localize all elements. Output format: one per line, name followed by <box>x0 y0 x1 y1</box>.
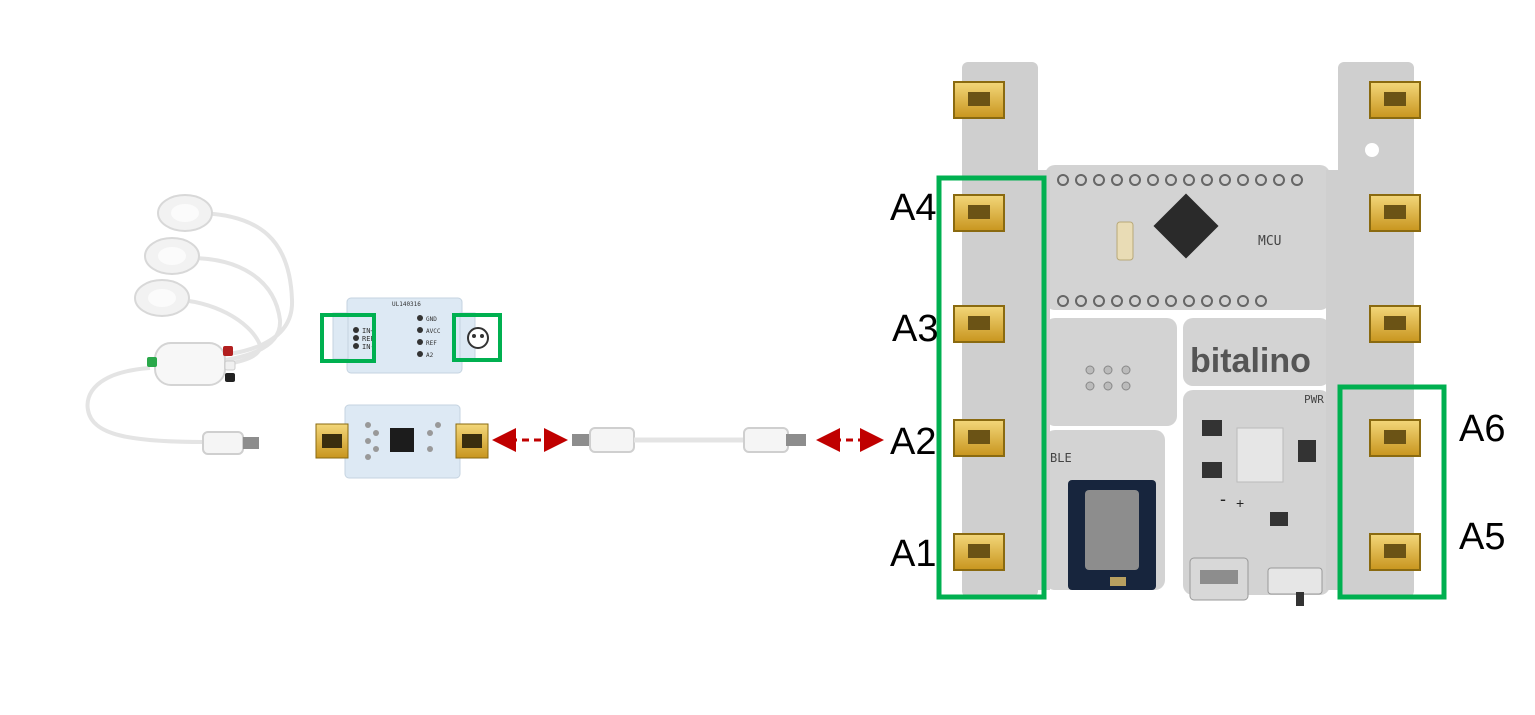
sensor-pins-right: GND AVCC REF A2 <box>417 315 441 359</box>
power-switch <box>1267 567 1323 606</box>
sensor-pin-label: REF <box>362 335 375 343</box>
connector-right-3 <box>1369 305 1421 343</box>
adapter-board <box>315 404 489 479</box>
connector-top-right <box>1369 81 1421 119</box>
mcu-chip <box>1116 193 1219 261</box>
minus-label: - <box>1220 489 1226 509</box>
left-channels-highlight <box>936 175 1047 600</box>
ble-label: BLE <box>1050 451 1072 465</box>
sensor-pin-label: GND <box>426 316 437 323</box>
connector-right-2 <box>1369 194 1421 232</box>
adapter-chip <box>390 428 414 452</box>
mcu-label: MCU <box>1258 234 1281 249</box>
ble-module <box>1068 480 1156 590</box>
bitalino-logo: bitalino <box>1190 342 1311 380</box>
bitalino-board: MCU bitalino BLE <box>953 62 1421 606</box>
channel-label-a2: A2 <box>890 421 937 463</box>
header-pins-bottom <box>1057 295 1267 307</box>
connector-a5 <box>1369 533 1421 571</box>
sensor-pin-label: A2 <box>426 352 434 359</box>
io-pads <box>1085 365 1131 391</box>
sensor-board: IN+ REF IN- UL140316 GND AVCC REF A2 <box>320 297 502 374</box>
sensor-code: UL140316 <box>392 301 421 308</box>
sensor-pin-label: IN+ <box>362 327 375 335</box>
connector-a4 <box>953 194 1005 232</box>
bitalino-logo-icon <box>467 327 489 349</box>
channel-label-a4: A4 <box>890 187 937 229</box>
sensor-pins-left: IN+ REF IN- <box>353 327 375 351</box>
connector-a3 <box>953 305 1005 343</box>
channel-label-a5: A5 <box>1459 516 1506 558</box>
header-pins-top <box>1057 174 1303 186</box>
connector-top-left <box>953 81 1005 119</box>
electrode-cable <box>85 194 295 455</box>
sensor-pin-label: IN- <box>362 343 375 351</box>
plus-label: + <box>1236 495 1244 511</box>
channel-label-a6: A6 <box>1459 408 1506 450</box>
mount-hole <box>1365 143 1379 157</box>
pwr-label: PWR <box>1304 393 1324 406</box>
usb-cable <box>572 427 806 453</box>
channel-label-a3: A3 <box>892 308 939 350</box>
channel-label-a1: A1 <box>890 533 937 575</box>
sensor-pin-label: AVCC <box>426 328 441 335</box>
connector-a1 <box>953 533 1005 571</box>
right-connectors <box>1369 81 1421 571</box>
sensor-logo-highlight <box>452 313 502 362</box>
sensor-electrode-highlight <box>320 313 376 363</box>
right-channels-highlight <box>1337 384 1447 600</box>
connector-a6 <box>1369 419 1421 457</box>
connector-a2 <box>953 419 1005 457</box>
sensor-pin-label: REF <box>426 340 437 347</box>
left-connectors <box>953 81 1005 571</box>
power-module <box>1202 420 1316 526</box>
usb-port <box>1189 557 1249 601</box>
